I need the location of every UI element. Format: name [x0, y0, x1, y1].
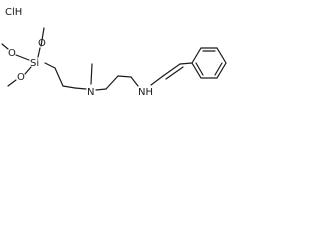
oxygen-bottom-label: O	[17, 72, 25, 83]
nitrogen-amine-label: NH	[138, 87, 153, 98]
bond-vinyl-double-b	[165, 66, 184, 80]
bond-n-methyl	[90, 63, 93, 85]
bond-c6-nh	[130, 76, 139, 87]
bond-nh-vinyl	[150, 75, 164, 86]
phenyl-double-2	[214, 62, 223, 76]
nitrogen-methyl-label: N	[87, 87, 94, 98]
bond-si-c1	[44, 62, 56, 69]
silicon-atom-label: Si	[30, 58, 39, 69]
bond-si-o-top	[37, 47, 41, 58]
bond-c4-c5	[105, 75, 119, 90]
bond-o-left-methyl	[1, 43, 9, 50]
bond-c2-c3	[62, 85, 76, 89]
phenyl-double-3	[195, 62, 204, 76]
bond-si-o-left	[15, 54, 30, 61]
bond-c1-c2	[54, 67, 64, 87]
phenyl-ring	[191, 47, 227, 79]
oxygen-left-label: O	[8, 48, 16, 59]
structure-canvas: ClH Si O O O N NH	[0, 0, 228, 116]
bond-vinyl-double-a	[162, 63, 181, 77]
bond-vinyl-phenyl	[179, 62, 193, 65]
chemical-structure-diagram: ClH Si O O O N NH	[1, 7, 227, 98]
bond-o-bottom-methyl	[7, 79, 17, 87]
bond-si-o-bottom	[24, 66, 32, 75]
bond-o-top-methyl	[40, 27, 45, 47]
hcl-label: ClH	[5, 7, 22, 18]
bond-n-c4	[95, 88, 107, 91]
bond-c5-c6	[117, 75, 132, 78]
bond-c3-n	[74, 87, 87, 90]
